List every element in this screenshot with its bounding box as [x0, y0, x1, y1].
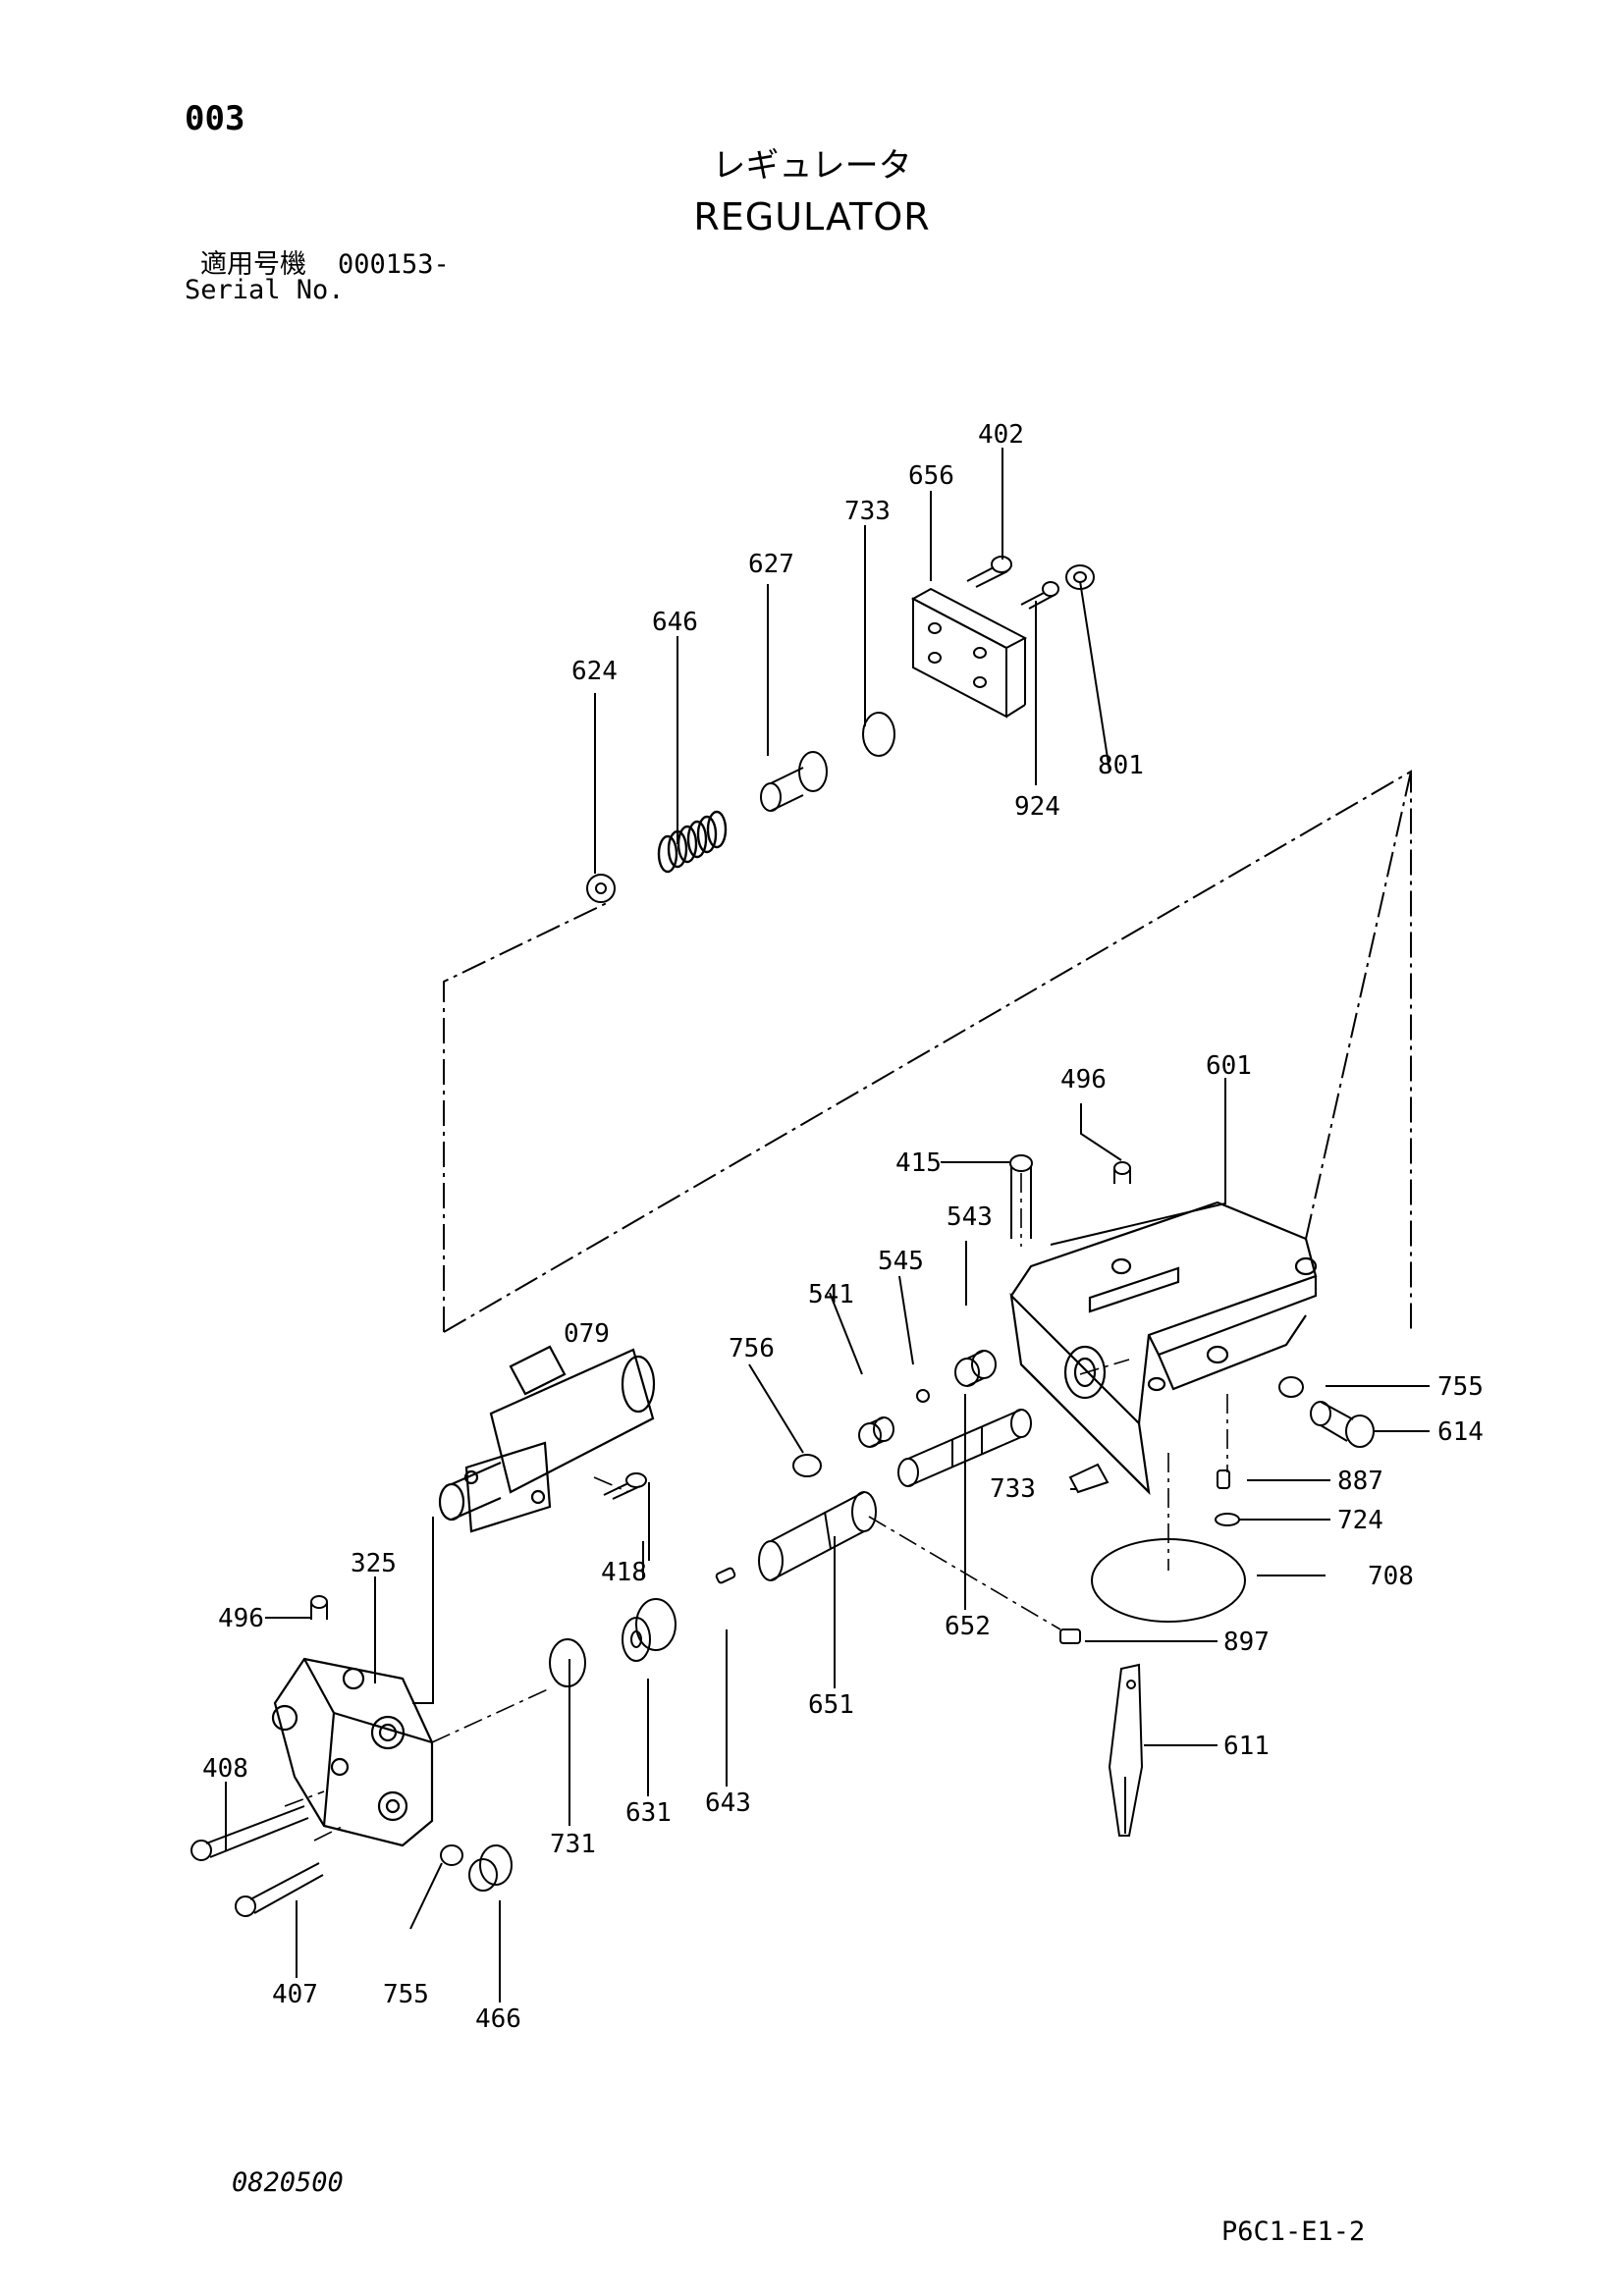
part-496-plug-left	[310, 1595, 328, 1620]
callout-887: 887	[1337, 1467, 1383, 1496]
part-407-bolt	[235, 1862, 324, 1917]
part-543-sleeve	[954, 1350, 997, 1387]
callout-079: 079	[564, 1319, 610, 1349]
part-545-ball	[916, 1389, 930, 1403]
part-646-spring	[657, 810, 728, 874]
serial-label-english: Serial No.	[185, 275, 345, 305]
alignment-lines	[284, 1173, 1228, 1842]
callout-611: 611	[1223, 1732, 1270, 1761]
part-651-sleeve	[758, 1491, 877, 1581]
callout-924: 924	[1014, 792, 1060, 822]
assembly-boundary	[443, 770, 1412, 1333]
part-756-o-ring	[792, 1454, 822, 1477]
part-708-o-ring	[1091, 1538, 1246, 1623]
callout-601: 601	[1206, 1051, 1252, 1081]
part-733-o-ring-lower	[1068, 1463, 1110, 1494]
part-466-plug	[468, 1844, 513, 1892]
callout-731: 731	[550, 1830, 596, 1859]
document-number: 0820500	[232, 2167, 344, 2198]
title-english: REGULATOR	[693, 195, 931, 239]
part-614-plug	[1310, 1401, 1375, 1448]
part-402-bolt	[966, 556, 1012, 588]
callout-624: 624	[571, 657, 618, 686]
part-656-cover	[910, 587, 1028, 719]
callout-614: 614	[1437, 1417, 1484, 1447]
callout-643: 643	[705, 1789, 751, 1818]
part-627-plug	[760, 751, 828, 812]
part-755-o-ring-left	[440, 1844, 463, 1866]
part-408-bolt	[190, 1805, 309, 1861]
part-624-washer	[586, 874, 616, 903]
part-897-pin	[1059, 1629, 1081, 1644]
part-418-bolt	[603, 1472, 647, 1500]
part-079-solenoid	[438, 1345, 656, 1533]
part-496-plug-top	[1113, 1161, 1131, 1184]
callout-708: 708	[1368, 1562, 1414, 1591]
part-652-spool	[897, 1409, 1032, 1487]
callout-724: 724	[1337, 1506, 1383, 1535]
callout-545: 545	[878, 1247, 924, 1276]
part-631-sleeve	[622, 1598, 677, 1662]
callout-733-top: 733	[844, 497, 891, 526]
callout-755-right: 755	[1437, 1372, 1484, 1402]
callout-415: 415	[895, 1148, 942, 1178]
part-643-pin	[715, 1567, 736, 1584]
page-code: 003	[185, 99, 245, 138]
callout-402: 402	[978, 420, 1024, 450]
callout-543: 543	[947, 1202, 993, 1232]
part-611-lever	[1108, 1663, 1144, 1837]
callout-652: 652	[945, 1612, 991, 1641]
callout-466: 466	[475, 2004, 521, 2034]
callout-651: 651	[808, 1690, 854, 1720]
part-731-o-ring	[549, 1638, 586, 1687]
serial-label-japanese: 適用号機	[200, 249, 306, 280]
part-755-o-ring-right	[1278, 1376, 1304, 1398]
callout-408: 408	[202, 1754, 248, 1784]
callout-755-left: 755	[383, 1980, 429, 2009]
figure-code: P6C1-E1-2	[1221, 2216, 1366, 2247]
part-724-o-ring	[1215, 1513, 1240, 1526]
leader-lines	[225, 448, 1430, 2002]
part-541-seat	[858, 1416, 894, 1448]
part-601-housing	[1009, 1201, 1318, 1496]
callout-labels: 402 656 733 627 646 624 801 924 496 601 …	[202, 420, 1484, 2034]
title-japanese: レギュレータ	[712, 146, 912, 186]
callout-756: 756	[729, 1334, 775, 1363]
callout-656: 656	[908, 461, 954, 491]
callout-631: 631	[625, 1798, 672, 1828]
callout-801: 801	[1098, 751, 1144, 780]
part-924-screw	[1020, 581, 1059, 610]
callout-325: 325	[351, 1549, 397, 1578]
callout-496-left: 496	[218, 1604, 264, 1633]
callout-897: 897	[1223, 1628, 1270, 1657]
callout-541: 541	[808, 1280, 854, 1309]
part-801-nut	[1065, 564, 1095, 590]
part-887-pin	[1217, 1469, 1230, 1489]
callout-733-lower: 733	[990, 1474, 1036, 1504]
part-415-bolt	[1009, 1154, 1033, 1239]
part-733-o-ring	[862, 712, 895, 757]
callout-418: 418	[601, 1558, 647, 1587]
serial-range: 000153-	[338, 249, 450, 280]
callout-627: 627	[748, 550, 794, 579]
part-325-valve-body	[271, 1657, 434, 1847]
callout-646: 646	[652, 608, 698, 637]
callout-496-top: 496	[1060, 1065, 1107, 1095]
callout-407: 407	[272, 1980, 318, 2009]
